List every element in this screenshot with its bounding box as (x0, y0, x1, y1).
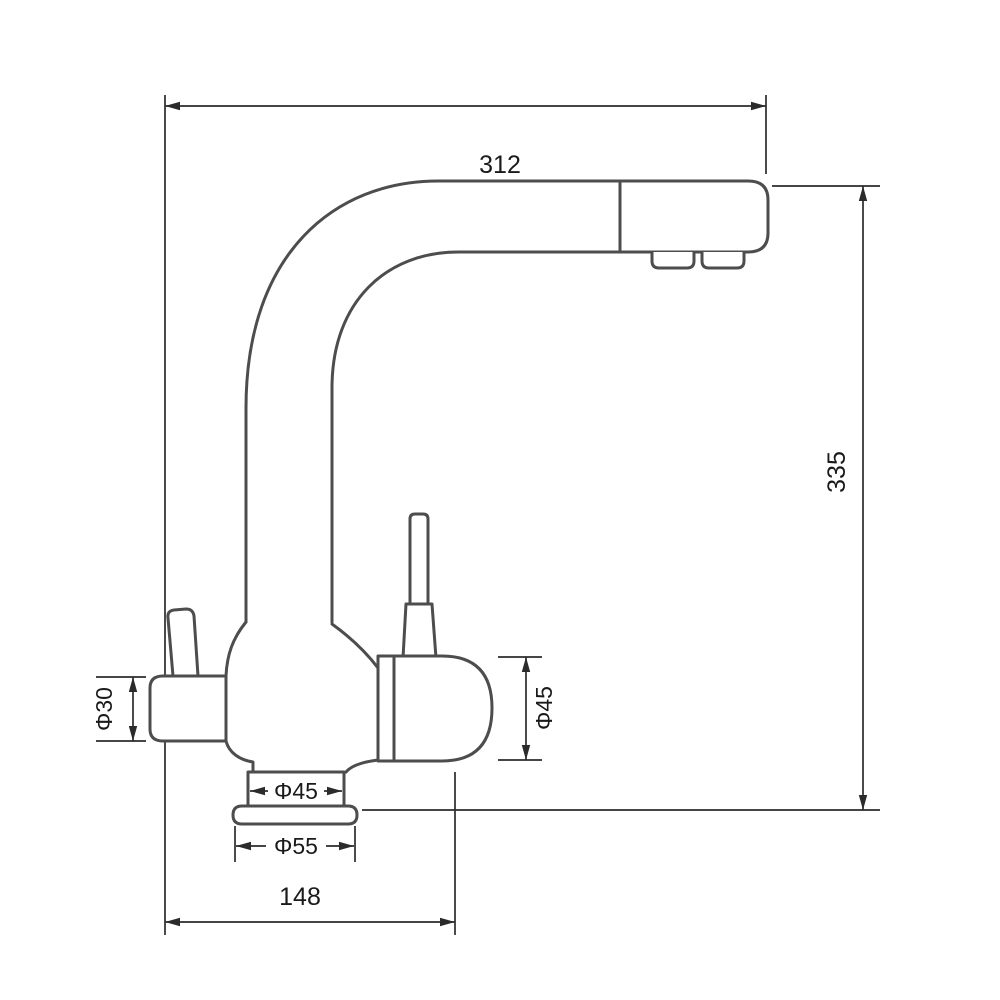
dim-label-spout-reach: 312 (479, 151, 521, 179)
base-neck (246, 770, 346, 808)
spout-tube-outer-edge (244, 179, 622, 624)
left-handle-stem (166, 607, 200, 678)
dim-base-diameter: Φ55 (236, 833, 354, 859)
dim-label-base-width: 148 (279, 883, 321, 911)
dim-left-handle-diameter: Φ30 (91, 677, 138, 741)
left-handle-body (148, 674, 228, 743)
dim-label-left-handle: Φ30 (91, 687, 117, 731)
dim-overall-height: 335 (823, 186, 868, 810)
right-bell-bottom-curve (344, 758, 380, 774)
dim-label-right-handle: Φ45 (531, 686, 557, 730)
dim-label-base-diameter: Φ55 (274, 833, 318, 859)
aerator-right (700, 250, 746, 270)
dim-spout-reach: 312 (165, 101, 766, 179)
spout-head (618, 179, 770, 254)
spout-tube-inner-edge (330, 250, 622, 624)
dim-body-diameter: Φ45 (250, 778, 342, 804)
faucet-outline (148, 179, 770, 826)
left-bell-bottom-curve (224, 739, 255, 774)
right-handle-collar (401, 602, 438, 660)
dim-label-body-diameter: Φ45 (274, 778, 318, 804)
extension-lines (96, 95, 880, 935)
left-bell-top-curve (224, 620, 248, 678)
dim-label-overall-height: 335 (823, 451, 851, 493)
aerator-left (650, 250, 696, 270)
dim-right-handle-diameter: Φ45 (521, 657, 557, 760)
right-handle-stem (408, 512, 430, 608)
right-bell-top-curve (330, 622, 380, 670)
base-flange (231, 804, 359, 826)
right-handle-body (376, 654, 494, 763)
dimension-annotations: 312 335 Φ30 Φ45 Φ45 Φ55 148 (91, 101, 868, 927)
dim-base-width: 148 (165, 883, 455, 927)
